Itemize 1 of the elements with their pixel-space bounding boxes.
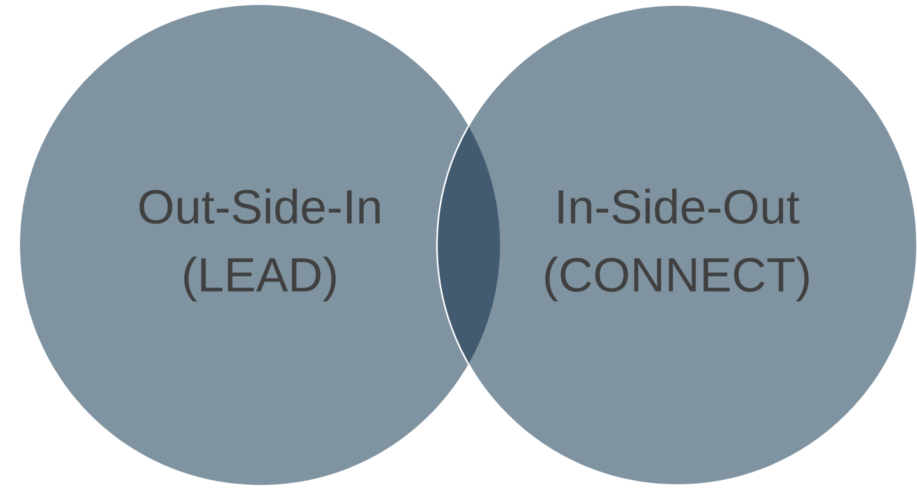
node-label: In-Side-Out (CONNECT) [545, 188, 809, 302]
